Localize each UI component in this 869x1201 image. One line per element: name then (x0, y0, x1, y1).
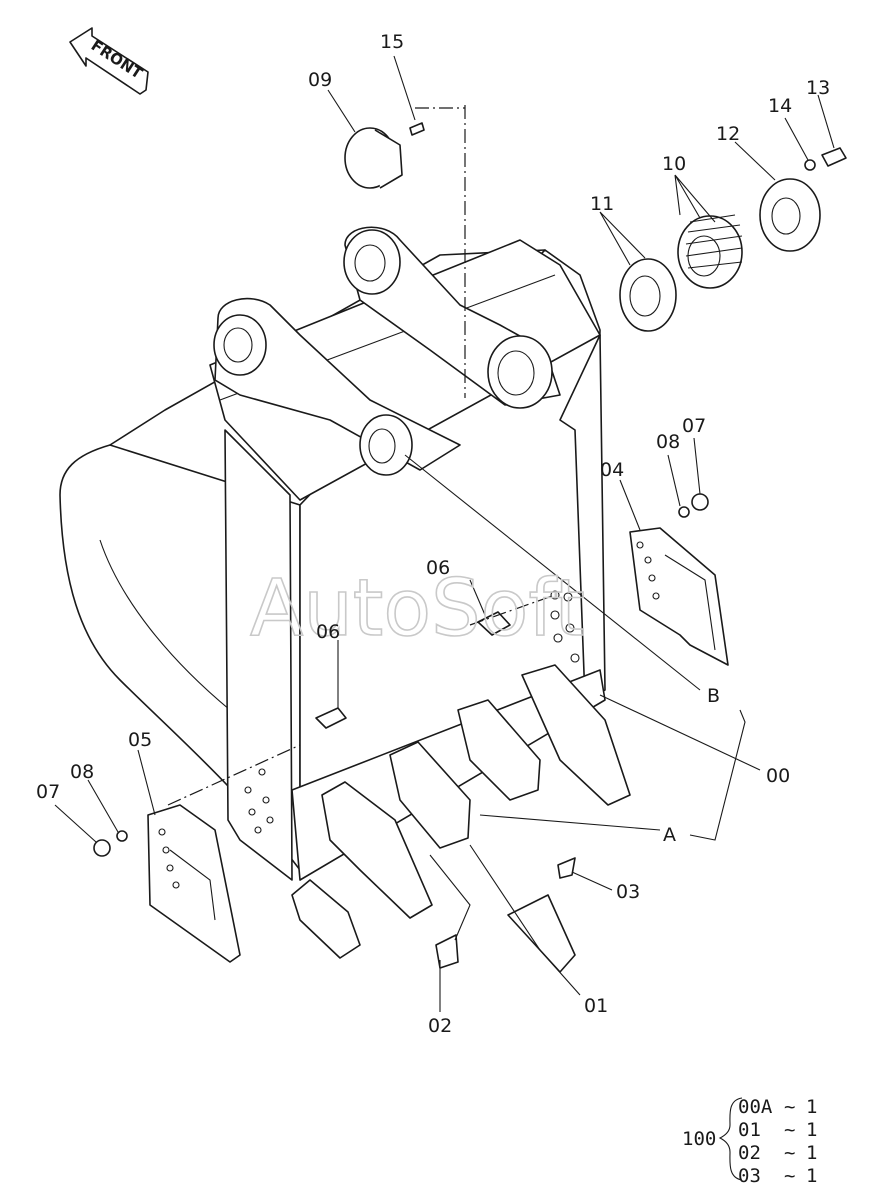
label-A: A (663, 824, 676, 846)
label-03: 03 (616, 881, 640, 903)
legend-row-1: 00A ~ 1 (738, 1096, 817, 1118)
leader-lines (54, 55, 835, 1012)
label-10: 10 (662, 153, 686, 175)
label-13: 13 (806, 77, 830, 99)
label-08-left: 08 (70, 761, 94, 783)
svg-text:~: ~ (784, 1142, 795, 1164)
label-07-right: 07 (682, 415, 706, 437)
label-05: 05 (128, 729, 152, 751)
label-15: 15 (380, 31, 404, 53)
label-02: 02 (428, 1015, 452, 1037)
legend-number: 100 (682, 1128, 716, 1150)
svg-text:01: 01 (738, 1119, 761, 1141)
label-B: B (707, 685, 720, 707)
small-parts (93, 122, 847, 973)
front-arrow: FRONT (69, 27, 149, 95)
part-05-side-cutter (147, 804, 241, 963)
label-06-lower: 06 (316, 621, 340, 643)
label-12: 12 (716, 123, 740, 145)
bucket-teeth (291, 664, 631, 959)
legend-row-4: 03 ~ 1 (738, 1165, 817, 1187)
legend: 100 00A ~ 1 01 ~ 1 02 ~ 1 03 ~ 1 (682, 1096, 817, 1187)
svg-text:~: ~ (784, 1096, 795, 1118)
svg-text:~: ~ (784, 1119, 795, 1141)
svg-text:1: 1 (806, 1119, 817, 1141)
label-01: 01 (584, 995, 608, 1017)
watermark-text: AutoSoft (250, 564, 585, 654)
label-07-left: 07 (36, 781, 60, 803)
svg-text:1: 1 (806, 1165, 817, 1187)
center-lines (167, 105, 556, 806)
legend-row-3: 02 ~ 1 (738, 1142, 817, 1164)
svg-text:00A: 00A (738, 1096, 773, 1118)
part-labels: 15 09 10 11 12 13 14 04 08 07 06 06 05 0… (36, 31, 830, 1037)
label-00: 00 (766, 765, 790, 787)
label-04: 04 (600, 459, 624, 481)
label-14: 14 (768, 95, 792, 117)
label-09: 09 (308, 69, 332, 91)
svg-text:03: 03 (738, 1165, 761, 1187)
svg-text:02: 02 (738, 1142, 761, 1164)
label-11: 11 (590, 193, 614, 215)
svg-text:~: ~ (784, 1165, 795, 1187)
part-04-side-cutter (629, 527, 729, 666)
label-06-upper: 06 (426, 557, 450, 579)
svg-text:1: 1 (806, 1096, 817, 1118)
svg-text:1: 1 (806, 1142, 817, 1164)
legend-row-2: 01 ~ 1 (738, 1119, 817, 1141)
label-08-right: 08 (656, 431, 680, 453)
bucket-body (59, 226, 606, 881)
